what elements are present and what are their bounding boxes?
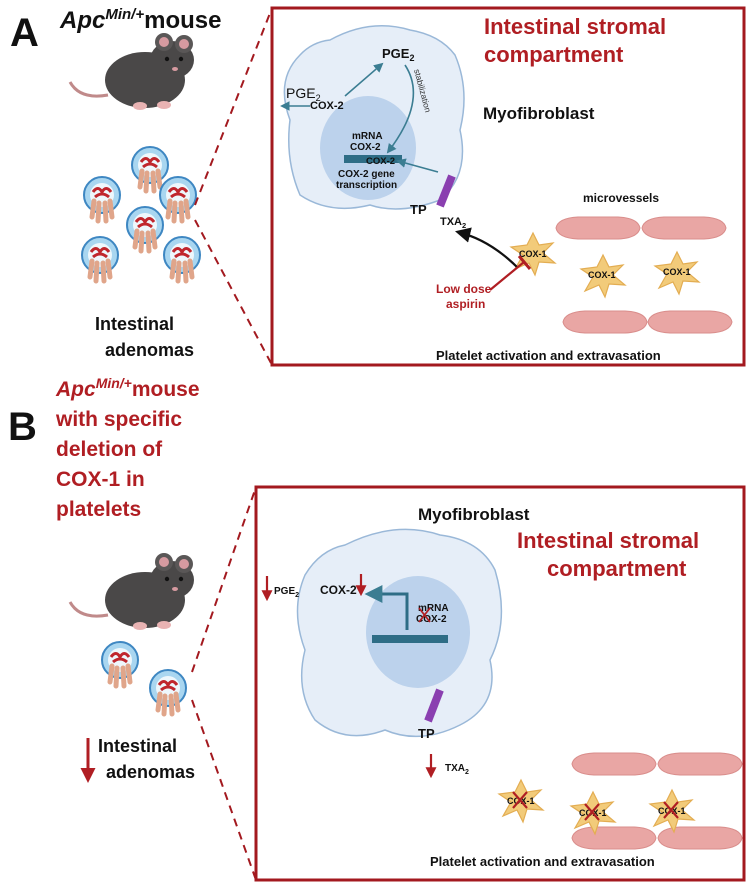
arrow-transcription-b: [364, 585, 409, 630]
panel-a-caption: Platelet activation and extravasation: [436, 348, 661, 363]
cox2-protein-a: COX-2: [310, 100, 344, 112]
tp-receptor-a: [436, 174, 456, 208]
tp-label-b: TP: [418, 726, 435, 741]
cox2-gene-b: [372, 635, 448, 643]
arrow-tp-to-gene-a: [396, 158, 439, 173]
zoom-line-b-top: [191, 486, 257, 673]
myofibroblast-a-label: Myofibroblast: [483, 104, 595, 123]
panel-b-title: ApcMin/+mouse with specific deletion of …: [55, 375, 205, 521]
panel-b-caption: Platelet activation and extravasation: [430, 854, 655, 869]
nucleus-a: [320, 96, 416, 200]
vessel-b1: [571, 752, 657, 776]
mouse-a-icon: [68, 31, 196, 112]
mrna-cross-2: [418, 607, 431, 623]
vessel-a4: [647, 310, 733, 334]
vessel-a1: [555, 216, 641, 240]
myofibroblast-b-label: Myofibroblast: [418, 505, 530, 524]
pge2-left-a: PGE2: [286, 85, 321, 103]
cox1-deletion-crosses: [512, 791, 679, 821]
cox1-a2: COX-1: [588, 270, 616, 280]
txa2-label-b: TXA2: [445, 763, 469, 776]
vessel-b2: [657, 752, 743, 776]
cox2-on-gene-a: COX-2: [366, 156, 395, 167]
pge2-top-a: PGE2: [382, 46, 414, 63]
tp-receptor-b: [424, 688, 444, 723]
vessel-b3: [571, 826, 657, 850]
arrow-txa2-release-a: [455, 227, 519, 269]
cox1-a3: COX-1: [663, 267, 691, 277]
pge2-b: PGE2: [274, 586, 299, 599]
nucleus-b: [366, 576, 470, 688]
aspirin-inhibition-line: [489, 261, 525, 291]
mouse-b-icon: [68, 551, 196, 632]
zoom-line-a-top: [194, 7, 273, 206]
microvessels-label-a: microvessels: [583, 191, 659, 205]
arrow-stabilization-a: [386, 64, 415, 154]
zoom-line-a-bottom: [194, 219, 273, 366]
vessel-b4: [657, 826, 743, 850]
txa2-label-a: TXA2: [440, 216, 466, 230]
cox1-a1: COX-1: [519, 249, 547, 259]
vessel-a3: [562, 310, 648, 334]
cox2-gene-a: [344, 155, 402, 163]
panel-b-letter: B: [8, 405, 37, 449]
vessel-a2: [641, 216, 727, 240]
panel-b: B ApcMin/+mouse with specific deletion o…: [8, 375, 746, 882]
tp-label-a: TP: [410, 202, 427, 217]
panel-a-letter: A: [10, 11, 39, 55]
cox2-protein-b: COX-2: [320, 583, 357, 597]
aspirin-inhibition-bar: [517, 255, 532, 270]
arrow-cox2-to-pge2-a: [344, 62, 384, 97]
panel-a-mouse-title: ApcMin/+mouse: [59, 6, 221, 34]
zoom-line-b-bottom: [191, 699, 257, 881]
adenomas-a-icon: [82, 147, 200, 281]
adenomas-b-icon: [102, 642, 186, 714]
